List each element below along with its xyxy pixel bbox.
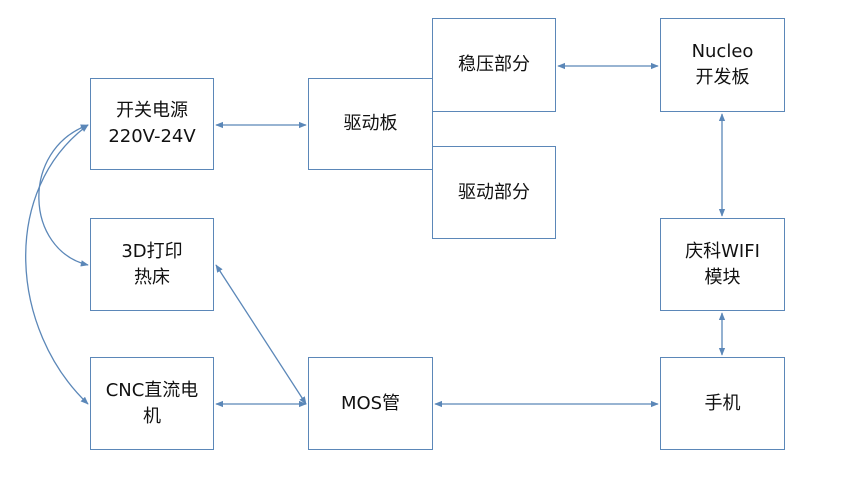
node-power-supply: 开关电源 220V-24V	[90, 78, 214, 170]
node-mosfet: MOS管	[308, 357, 433, 450]
node-cnc-dc-motor: CNC直流电 机	[90, 357, 214, 450]
node-cnc-dc-motor-line-1: CNC直流电	[105, 379, 199, 401]
node-phone: 手机	[660, 357, 785, 450]
node-driver-section-label: 驱动部分	[458, 181, 530, 203]
node-3d-print-bed-line-1: 3D打印	[121, 240, 183, 262]
node-3d-print-bed-line-2: 热床	[134, 266, 170, 288]
node-3d-print-bed: 3D打印 热床	[90, 218, 214, 311]
node-driver-board-label: 驱动板	[343, 113, 398, 134]
node-wifi-module-line-1: 庆科WIFI	[685, 240, 760, 262]
edge-power-bed	[38, 124, 89, 267]
node-wifi-module-line-2: 模块	[704, 266, 741, 288]
node-cnc-dc-motor-line-2: 机	[142, 405, 161, 427]
edge-bed-mos	[215, 264, 307, 405]
node-power-supply-line-1: 开关电源	[115, 100, 188, 121]
node-power-supply-line-2: 220V-24V	[108, 126, 196, 147]
node-driver-section: 驱动部分	[432, 146, 556, 239]
node-driver-board: 驱动板	[308, 78, 433, 170]
node-nucleo-board-line-1: Nucleo	[691, 41, 754, 62]
node-nucleo-board-line-2: 开发板	[695, 67, 750, 88]
node-phone-label: 手机	[704, 392, 741, 414]
edge-power-cnc	[25, 124, 89, 405]
node-voltage-regulator: 稳压部分	[432, 18, 556, 112]
node-voltage-regulator-label: 稳压部分	[458, 54, 530, 75]
node-wifi-module: 庆科WIFI 模块	[660, 218, 785, 311]
node-mosfet-label: MOS管	[340, 392, 401, 414]
node-nucleo-board: Nucleo 开发板	[660, 18, 785, 112]
